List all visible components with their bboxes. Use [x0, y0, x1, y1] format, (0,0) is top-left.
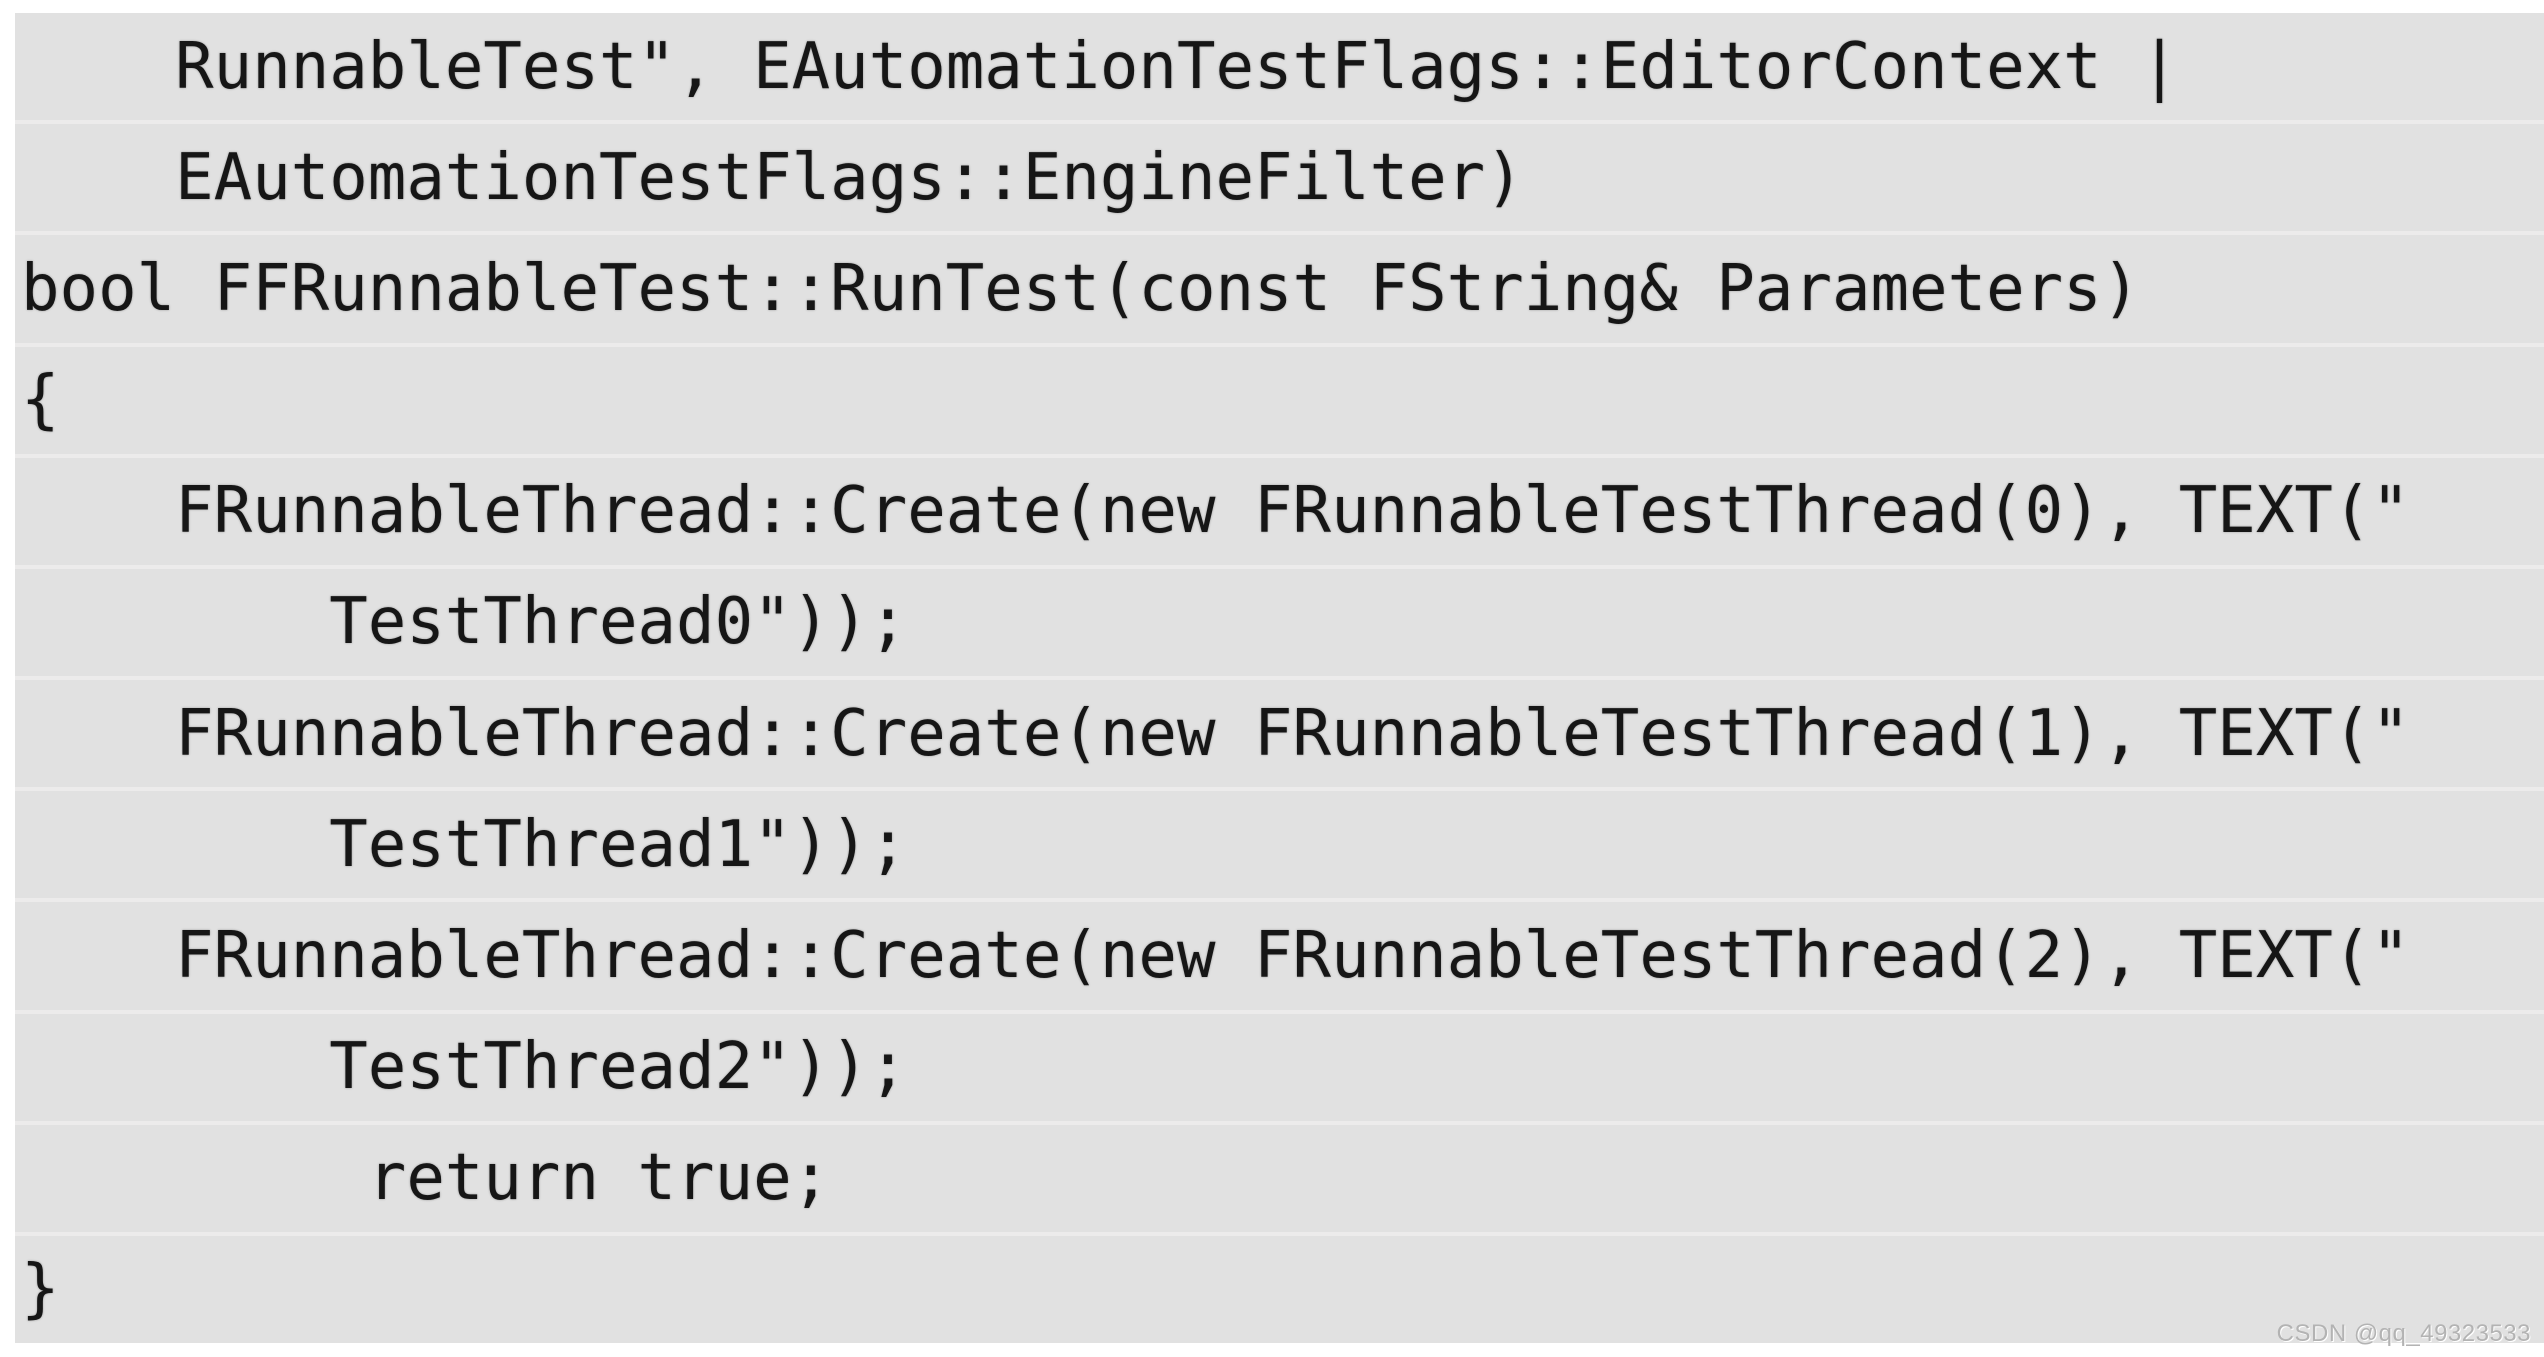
code-line-text: }	[21, 1252, 60, 1327]
code-line-text: FRunnableThread::Create(new FRunnableTes…	[21, 696, 2410, 771]
code-line-text: EAutomationTestFlags::EngineFilter)	[21, 140, 1524, 215]
code-line-text: bool FFRunnableTest::RunTest(const FStri…	[21, 251, 2141, 326]
code-line-text: FRunnableThread::Create(new FRunnableTes…	[21, 474, 2410, 549]
code-block: RunnableTest", EAutomationTestFlags::Edi…	[15, 13, 2544, 1344]
code-line-text: RunnableTest", EAutomationTestFlags::Edi…	[21, 29, 2179, 104]
code-line: TestThread0"));	[15, 564, 2544, 677]
code-line-text: FRunnableThread::Create(new FRunnableTes…	[21, 918, 2410, 993]
code-line: bool FFRunnableTest::RunTest(const FStri…	[15, 231, 2544, 343]
code-line-text: {	[21, 363, 60, 438]
csdn-watermark: CSDN @qq_49323533	[2276, 1320, 2531, 1347]
code-line: TestThread1"));	[15, 787, 2544, 899]
code-line: return true;	[15, 1120, 2544, 1232]
code-line: }	[15, 1231, 2544, 1344]
code-line: FRunnableThread::Create(new FRunnableTes…	[15, 453, 2544, 565]
code-line-text: TestThread2"));	[21, 1030, 908, 1105]
code-line: TestThread2"));	[15, 1009, 2544, 1121]
code-line-text: return true;	[21, 1141, 831, 1216]
code-line: {	[15, 342, 2544, 454]
code-line: EAutomationTestFlags::EngineFilter)	[15, 120, 2544, 232]
code-line: FRunnableThread::Create(new FRunnableTes…	[15, 676, 2544, 788]
code-line: RunnableTest", EAutomationTestFlags::Edi…	[15, 13, 2544, 121]
code-line-text: TestThread1"));	[21, 807, 908, 882]
code-line-text: TestThread0"));	[21, 585, 908, 660]
code-line: FRunnableThread::Create(new FRunnableTes…	[15, 898, 2544, 1010]
